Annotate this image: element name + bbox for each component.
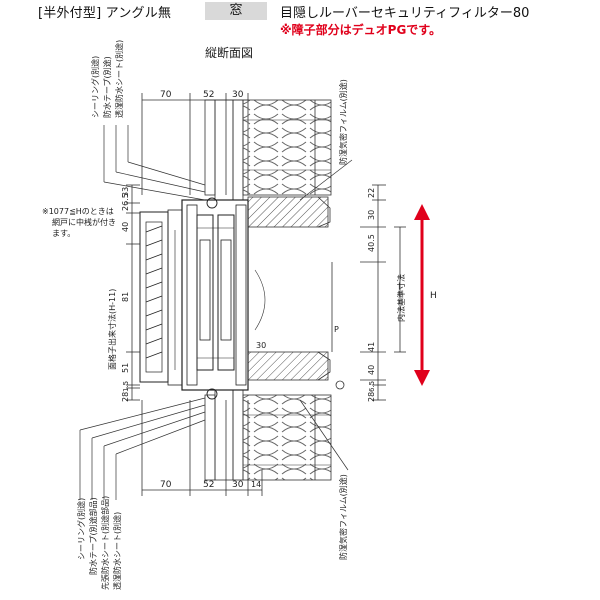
- left-dim-28: 28: [121, 392, 130, 402]
- inner-dim-label: 内法基準寸法: [396, 274, 406, 322]
- louver-screen: [139, 209, 183, 386]
- red-note: ※障子部分はデュオPGです。: [280, 23, 442, 37]
- left-dimensions: [126, 184, 140, 401]
- film-bottom-leader: [299, 399, 349, 471]
- right-dim-30: 30: [367, 210, 376, 220]
- film-bottom-label: 防湿気密フィルム(別途): [338, 474, 348, 560]
- tape-bottom-label: 防水テープ(別途部品): [88, 497, 98, 575]
- right-dim-28: 28: [367, 392, 376, 402]
- note-line-1: ※1077≦Hのときは: [42, 207, 114, 216]
- bottom-dim-52: 52: [203, 480, 214, 490]
- h-arrow: [414, 204, 430, 386]
- type-label: [半外付型] アングル無: [38, 6, 172, 21]
- left-dim-40: 40: [121, 222, 130, 232]
- note-line-3: ます。: [52, 229, 75, 238]
- sealing-bottom-label: シーリング(別途): [76, 498, 86, 560]
- left-dim-26.5: 26.5: [121, 193, 130, 211]
- left-dim-81: 81: [121, 292, 130, 302]
- film-top-label: 防湿気密フィルム(別途): [338, 79, 348, 165]
- product-title: 目隠しルーバーセキュリティフィルター80: [280, 6, 530, 21]
- right-dimensions: [331, 184, 406, 401]
- lattice-dim-label: 面格子出来寸法(H-11): [107, 289, 117, 370]
- sheet-top-label: 透湿防水シート(別途): [114, 40, 124, 118]
- film-top-leader: [299, 159, 353, 201]
- bottom-dim-30: 30: [232, 480, 244, 490]
- top-dimensions: [141, 93, 249, 195]
- left-dim-33: 33: [121, 187, 130, 197]
- top-dim-70: 70: [160, 90, 172, 100]
- lower-wall: [204, 351, 345, 481]
- p-label: P: [334, 325, 339, 334]
- swing-arc: [254, 269, 266, 331]
- bottom-dim-70: 70: [160, 480, 172, 490]
- bottom-leaders: [79, 397, 206, 500]
- window-frame: [181, 197, 249, 400]
- sheet-bottom-label-2: 透湿防水シート(別途): [112, 512, 122, 590]
- h-label: H: [430, 291, 437, 301]
- window-badge: 窓: [205, 2, 267, 20]
- bottom-dim-14: 14: [251, 480, 261, 489]
- sheet-bottom-label-1: 先張防水シート(別途部品): [100, 496, 110, 590]
- bottom-dimensions: [141, 400, 263, 496]
- right-dim-40: 40: [367, 365, 376, 375]
- sealing-top-label: シーリング(別途): [90, 56, 100, 118]
- top-dim-30: 30: [232, 90, 244, 100]
- section-title: 縦断面図: [205, 45, 253, 60]
- right-dim-22: 22: [367, 188, 376, 198]
- dim-30-label: 30: [256, 341, 266, 350]
- left-dim-51: 51: [121, 363, 130, 373]
- header: [半外付型] アングル無 窓 目隠しルーバーセキュリティフィルター80 ※障子部…: [0, 0, 600, 40]
- right-dim-41: 41: [367, 342, 376, 352]
- top-dim-52: 52: [203, 90, 214, 100]
- note-line-2: 網戸に中桟が付き: [52, 217, 116, 227]
- top-leaders: [103, 125, 206, 201]
- tape-top-label: 防水テープ(別途): [102, 56, 112, 118]
- right-dim-40.5: 40.5: [367, 234, 376, 252]
- left-dim-1.5: 1.5: [122, 381, 130, 392]
- right-dim-6.5: 6.5: [368, 381, 376, 392]
- upper-wall: [204, 99, 332, 228]
